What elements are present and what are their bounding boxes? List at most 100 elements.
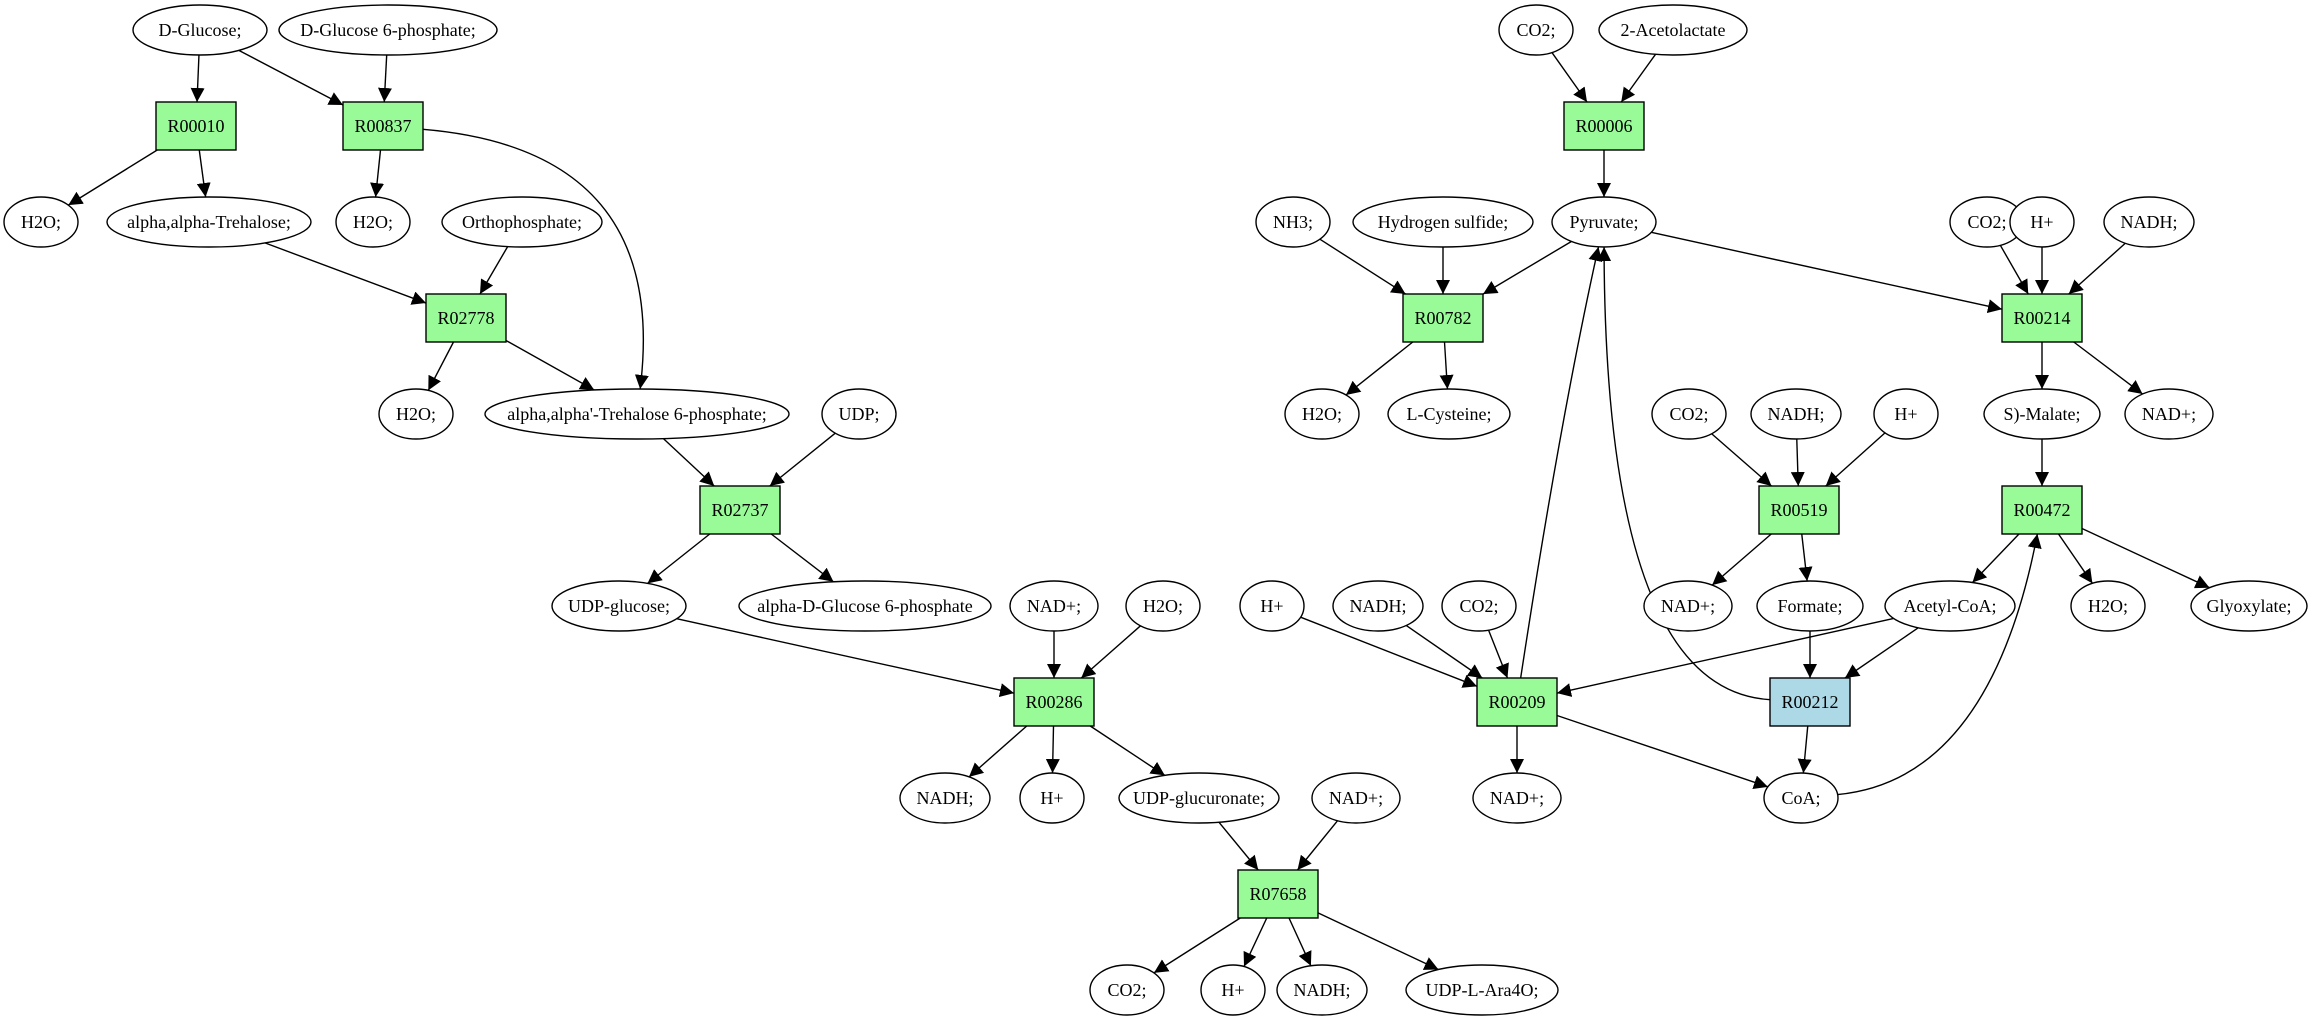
reaction-node-r-00837[interactable]: R00837 [342, 101, 424, 151]
reaction-node-r-02737[interactable]: R02737 [699, 485, 781, 535]
node-label: R00006 [1575, 116, 1632, 136]
metabolite-node-m-nadh-3[interactable]: NADH; [2103, 196, 2195, 248]
node-label: R00212 [1781, 692, 1838, 712]
metabolite-node-m-h2o-3[interactable]: H2O; [378, 388, 454, 440]
metabolite-ellipse [278, 4, 498, 56]
metabolite-node-m-glucose[interactable]: D-Glucose; [132, 4, 268, 56]
metabolite-node-m-udp[interactable]: UDP; [821, 388, 897, 440]
edge-m-coa-to-r-00472 [1837, 533, 2042, 796]
node-label: Pyruvate; [1570, 212, 1639, 232]
metabolite-node-m-udp-glucose[interactable]: UDP-glucose; [551, 580, 687, 632]
metabolite-node-m-co2-4[interactable]: CO2; [1651, 388, 1727, 440]
metabolite-node-m-smalate[interactable]: S)-Malate; [1983, 388, 2101, 440]
metabolite-node-m-hplus-3[interactable]: H+ [2009, 196, 2075, 248]
reaction-node-r-00472[interactable]: R00472 [2001, 485, 2083, 535]
metabolite-node-m-formate[interactable]: Formate; [1756, 580, 1864, 632]
metabolite-ellipse [1089, 964, 1165, 1016]
metabolite-node-m-glyoxylate[interactable]: Glyoxylate; [2190, 580, 2308, 632]
metabolite-ellipse [1651, 388, 1727, 440]
metabolite-node-m-nadp-4[interactable]: NAD+; [1643, 580, 1733, 632]
reaction-node-r-00286[interactable]: R00286 [1013, 677, 1095, 727]
edge-m-h2o-4-to-r-00286 [1080, 625, 1141, 679]
reaction-node-r-00519[interactable]: R00519 [1758, 485, 1840, 535]
metabolite-node-m-h2o-6[interactable]: H2O; [2070, 580, 2146, 632]
metabolite-node-m-cysteine[interactable]: L-Cysteine; [1387, 388, 1511, 440]
node-label: NAD+; [1027, 596, 1081, 616]
edge-m-nadh-3-to-r-00214 [2068, 242, 2126, 295]
metabolite-node-m-g6p[interactable]: D-Glucose 6-phosphate; [278, 4, 498, 56]
reaction-node-r-00214[interactable]: R00214 [2001, 293, 2083, 343]
edge-m-acetylcoa-to-r-00212 [1844, 627, 1919, 679]
reaction-node-r-00209[interactable]: R00209 [1476, 677, 1558, 727]
node-label: CO2; [1516, 20, 1555, 40]
reaction-node-r-00782[interactable]: R00782 [1402, 293, 1484, 343]
metabolite-node-m-nadh-4[interactable]: NADH; [1750, 388, 1842, 440]
node-label: H2O; [1143, 596, 1183, 616]
node-label: CO2; [1459, 596, 1498, 616]
node-label: CO2; [1107, 980, 1146, 1000]
edge-m-udp-glucuronate-to-r-07658 [1218, 821, 1259, 871]
metabolite-node-m-t6p[interactable]: alpha,alpha'-Trehalose 6-phosphate; [484, 388, 790, 440]
node-label: alpha,alpha-Trehalose; [127, 212, 291, 232]
metabolite-node-m-hplus-5[interactable]: H+ [1239, 580, 1305, 632]
metabolite-node-m-co2-5[interactable]: CO2; [1441, 580, 1517, 632]
metabolite-node-m-nadp-2[interactable]: NAD+; [1311, 772, 1401, 824]
metabolite-node-m-udp-glucuronate[interactable]: UDP-glucuronate; [1118, 772, 1280, 824]
metabolite-node-m-nadh-5[interactable]: NADH; [1332, 580, 1424, 632]
node-label: Glyoxylate; [2207, 596, 2292, 616]
edge-m-udp-glucose-to-r-00286 [676, 618, 1015, 697]
reaction-node-r-00212[interactable]: R00212 [1769, 677, 1851, 727]
node-label: NADH; [917, 788, 974, 808]
edge-r-00472-to-m-acetylcoa [1971, 533, 2020, 584]
reaction-box [2001, 293, 2083, 343]
metabolite-node-m-orthophosphate[interactable]: Orthophosphate; [441, 196, 603, 248]
metabolite-node-m-hplus-4[interactable]: H+ [1873, 388, 1939, 440]
metabolite-node-m-trehalose[interactable]: alpha,alpha-Trehalose; [106, 196, 312, 248]
metabolite-ellipse [1643, 580, 1733, 632]
metabolite-ellipse [1255, 196, 1331, 248]
edge-m-glucose-to-r-00837 [238, 49, 344, 106]
edge-r-00782-to-m-cysteine [1439, 341, 1454, 390]
metabolite-ellipse [106, 196, 312, 248]
reaction-node-r-00010[interactable]: R00010 [155, 101, 237, 151]
node-label: D-Glucose; [159, 20, 242, 40]
node-label: H2O; [353, 212, 393, 232]
edge-r-00212-to-m-pyruvate [1597, 246, 1771, 701]
node-label: R00286 [1025, 692, 1082, 712]
metabolite-node-m-co2-1[interactable]: CO2; [1089, 964, 1165, 1016]
metabolite-node-m-acetylcoa[interactable]: Acetyl-CoA; [1884, 580, 2016, 632]
reaction-node-r-00006[interactable]: R00006 [1563, 101, 1645, 151]
metabolite-node-m-h2o-4[interactable]: H2O; [1125, 580, 1201, 632]
metabolite-node-m-udp-ara4o[interactable]: UDP-L-Ara4O; [1405, 964, 1559, 1016]
metabolite-node-m-coa[interactable]: CoA; [1763, 772, 1839, 824]
reaction-node-r-07658[interactable]: R07658 [1237, 869, 1319, 919]
metabolite-ellipse [551, 580, 687, 632]
edge-r-00214-to-m-nadp-3 [2073, 341, 2143, 395]
metabolite-node-m-nadh-2[interactable]: NADH; [1276, 964, 1368, 1016]
metabolite-node-m-nh3[interactable]: NH3; [1255, 196, 1331, 248]
reaction-box [425, 293, 507, 343]
metabolite-node-m-nadh-1[interactable]: NADH; [899, 772, 991, 824]
metabolite-node-m-hplus-2[interactable]: H+ [1200, 964, 1266, 1016]
metabolite-node-m-h2s[interactable]: Hydrogen sulfide; [1352, 196, 1534, 248]
edge-m-hplus-5-to-r-00209 [1300, 616, 1478, 688]
metabolite-ellipse [1118, 772, 1280, 824]
metabolite-node-m-nadp-1[interactable]: NAD+; [1009, 580, 1099, 632]
edge-r-00286-to-m-hplus-1 [1045, 725, 1060, 774]
edge-r-07658-to-m-nadh-2 [1288, 917, 1312, 967]
metabolite-node-m-adg6p[interactable]: alpha-D-Glucose 6-phosphate [738, 580, 992, 632]
metabolite-ellipse [1441, 580, 1517, 632]
metabolite-node-m-h2o-2[interactable]: H2O; [335, 196, 411, 248]
metabolite-node-m-pyruvate[interactable]: Pyruvate; [1551, 196, 1657, 248]
metabolite-node-m-h2o-1[interactable]: H2O; [3, 196, 79, 248]
metabolite-node-m-co2-3[interactable]: CO2; [1949, 196, 2025, 248]
metabolite-node-m-co2-2[interactable]: CO2; [1498, 4, 1574, 56]
metabolite-node-m-h2o-5[interactable]: H2O; [1284, 388, 1360, 440]
metabolite-node-m-hplus-1[interactable]: H+ [1019, 772, 1085, 824]
metabolite-node-m-nadp-3[interactable]: NAD+; [2124, 388, 2214, 440]
metabolite-node-m-nadp-5[interactable]: NAD+; [1472, 772, 1562, 824]
metabolite-node-m-acetolactate[interactable]: 2-Acetolactate [1598, 4, 1748, 56]
edge-r-07658-to-m-co2-1 [1153, 917, 1241, 974]
reaction-node-r-02778[interactable]: R02778 [425, 293, 507, 343]
